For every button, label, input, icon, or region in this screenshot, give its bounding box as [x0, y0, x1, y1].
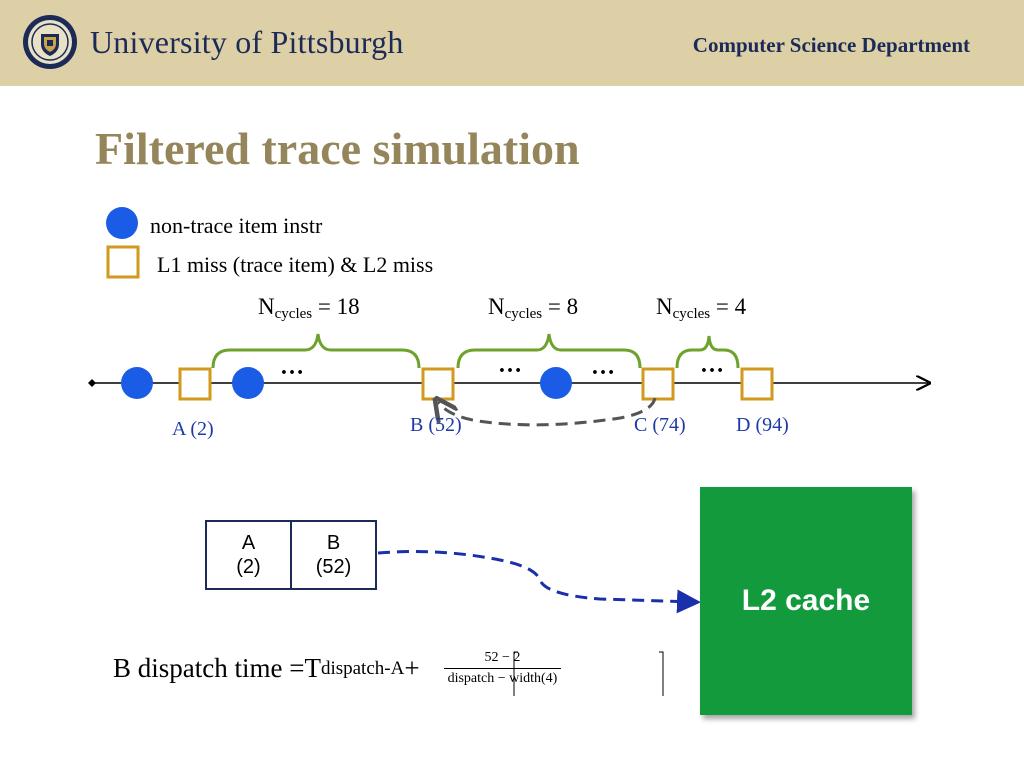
buffer-to-l2-arrow: [377, 550, 701, 614]
instr-circle: [540, 367, 572, 399]
legend-circle-label: non-trace item instr: [150, 213, 323, 238]
legend-square-label: L1 miss (trace item) & L2 miss: [157, 252, 434, 277]
trace-square-c: [641, 367, 675, 401]
event-label-d: D (94): [736, 414, 789, 436]
trace-square-d: [740, 367, 774, 401]
slide-title: Filtered trace simulation: [95, 123, 580, 174]
formula-numerator: 52 − 2: [484, 650, 521, 665]
trace-square-a: [178, 367, 212, 401]
instr-circle: [232, 367, 264, 399]
event-label-c: C (74): [634, 414, 686, 436]
formula-plus: +: [404, 653, 420, 683]
ncycles-label-8: Ncycles = 8: [488, 294, 579, 322]
buffer-cell-b: B (52): [290, 522, 375, 588]
ellipsis: …: [700, 352, 724, 378]
trace-square-b: [421, 367, 455, 401]
formula-prefix: B dispatch time =T: [113, 653, 321, 683]
event-label-a: A (2): [172, 418, 214, 440]
ellipsis: …: [280, 354, 304, 380]
axis-start-diamond: [88, 379, 96, 387]
university-seal-icon: [23, 15, 77, 69]
university-name: University of Pittsburgh: [90, 24, 404, 60]
ellipsis: …: [498, 352, 522, 378]
buffer-cell-name: A: [241, 532, 256, 554]
legend-circle-icon: [106, 207, 138, 239]
formula-ceiling: 52 − 2 dispatch − width(4): [438, 650, 568, 687]
brace-ncycles-4: [675, 335, 740, 369]
ncycles-label-18: Ncycles = 18: [258, 294, 360, 322]
department-name: Computer Science Department: [692, 33, 970, 57]
dispatch-buffer: A (2) B (52): [205, 520, 377, 590]
buffer-cell-a: A (2): [207, 522, 290, 588]
event-label-b: B (52): [410, 414, 462, 436]
formula-fraction: 52 − 2 dispatch − width(4): [438, 650, 568, 687]
ncycles-label-4: Ncycles = 4: [656, 294, 747, 322]
l2-cache-label: L2 cache: [741, 584, 871, 617]
legend-square-icon: [106, 245, 140, 279]
buffer-cell-value: (2): [236, 556, 261, 578]
ellipsis: …: [591, 354, 615, 380]
l2-cache-box: L2 cache: [700, 487, 912, 715]
dependency-arrow-c-to-b: [438, 398, 657, 427]
formula-subscript: dispatch-A: [320, 657, 405, 679]
brace-ncycles-8: [456, 333, 642, 369]
buffer-cell-value: (52): [315, 556, 352, 578]
brace-ncycles-18: [211, 333, 421, 369]
buffer-cell-name: B: [326, 532, 341, 554]
ceil-left-bracket: [513, 651, 518, 696]
header-bar: University of Pittsburgh Computer Scienc…: [0, 0, 1024, 86]
instr-circle: [121, 367, 153, 399]
ceil-right-bracket: [659, 651, 664, 696]
formula-denominator: dispatch − width(4): [443, 668, 562, 687]
